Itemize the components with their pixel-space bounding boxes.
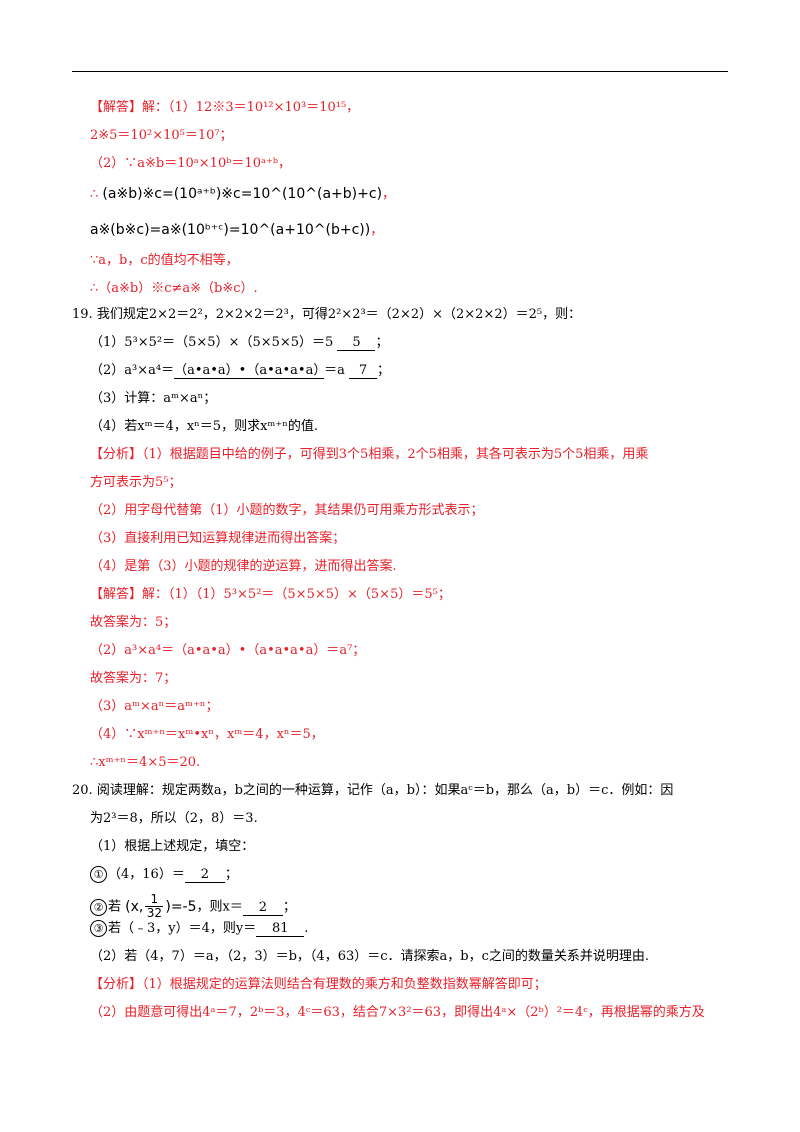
q18-solution-line-1: 【解答】解：（1）12※3＝10¹²×10³＝10¹⁵，	[90, 99, 359, 117]
q20-stem-line-1: 20. 阅读理解：规定两数a，b之间的一种运算，记作（a，b）：如果aᶜ＝b，那…	[72, 782, 673, 800]
q19-analysis-line-1: 【分析】（1）根据题目中给的例子，可得到3个5相乘，2个5相乘，其各可表示为5个…	[90, 446, 648, 464]
q20-stem-text-1: 阅读理解：规定两数a，b之间的一种运算，记作（a，b）：如果aᶜ＝b，那么（a，…	[96, 783, 674, 798]
q19-analysis-text-1: （1）根据题目中给的例子，可得到3个5相乘，2个5相乘，其各可表示为5个5相乘，…	[142, 447, 649, 462]
q19-solution-line-7: ∴xᵐ⁺ⁿ＝4×5＝20.	[90, 755, 201, 770]
q20-part-1: （1）根据上述规定，填空：	[90, 839, 255, 854]
q19-number: 19.	[72, 307, 93, 322]
q20-analysis-line-1: 【分析】（1）根据规定的运算法则结合有理数的乘方和负整数指数幂解答即可；	[90, 976, 547, 994]
q18-therefore: ∴	[90, 187, 99, 202]
header-rule	[72, 71, 728, 72]
q19-solution-line-4: 故答案为：7；	[90, 671, 177, 686]
q19-stem-text: 我们规定2×2＝2²，2×2×2＝2³，可得2²×2³＝（2×2）×（2×2×2…	[96, 307, 582, 322]
q18-formula-image-1: (a※b)※c=(10ᵃ⁺ᵇ)※c=10^(10^(a+b)+c)	[102, 186, 383, 202]
fraction-denominator: 32	[146, 906, 162, 920]
q19-solution-label: 【解答】	[90, 587, 143, 602]
q20-item-1: ①（4，16）＝2；	[90, 866, 238, 884]
q20-part-2: （2）若（4，7）＝a，（2，3）＝b，（4，63）＝c．请探索a，b，c之间的…	[90, 949, 650, 964]
q19-analysis-line-4: （4）是第（3）小题的规律的逆运算，进而得出答案.	[90, 559, 397, 574]
q20-item-1-text: （4，16）＝	[108, 867, 185, 882]
q19-part-2-blank: （a•a•a）•（a•a•a•a）	[174, 363, 327, 379]
q18-line-2: 2※5＝10²×10⁵＝10⁷；	[90, 128, 233, 143]
q20-number: 20.	[72, 783, 93, 798]
q18-solution-label: 【解答】	[90, 100, 143, 115]
q19-analysis-label: 【分析】	[90, 447, 143, 462]
q20-analysis-line-2: （2）由题意可得出4ᵃ＝7，2ᵇ＝3，4ᶜ＝63，结合7×3²＝63，即得出4ᵃ…	[90, 1005, 705, 1020]
q19-part-1-blank: 5	[337, 335, 376, 351]
circled-number-2: ②	[90, 898, 107, 916]
q20-stem-line-2: 为2³＝8，所以（2，8）＝3.	[90, 811, 258, 826]
q19-part-2-mid: ＝a	[324, 363, 345, 378]
fraction-numerator: 1	[150, 892, 159, 906]
q19-part-1-text: （1）5³×5²＝（5×5）×（5×5×5）＝5	[90, 335, 334, 350]
q19-part-2-text: （2）a³×a⁴＝	[90, 363, 175, 378]
q20-item-2-text: ，则x＝	[196, 899, 243, 915]
q19-solution-line-5: （3）aᵐ×aⁿ＝aᵐ⁺ⁿ；	[90, 699, 219, 714]
q19-analysis-line-3: （3）直接利用已知运算规律进而得出答案；	[90, 531, 346, 546]
q20-item-3-text: 若（﹣3，y）＝4，则y＝	[108, 921, 257, 936]
q19-part-2-blank-2: 7	[349, 363, 377, 379]
q19-stem: 19. 我们规定2×2＝2²，2×2×2＝2³，可得2²×2³＝（2×2）×（2…	[72, 306, 581, 324]
q19-part-1: （1）5³×5²＝（5×5）×（5×5×5）＝5 5；	[90, 335, 389, 351]
q19-solution-text-1: 解：（1）（1）5³×5²＝（5×5×5）×（5×5）＝5⁵；	[142, 587, 451, 602]
q20-item-1-blank: 2	[184, 867, 225, 883]
q18-formula-image-2: a※(b※c)=a※(10ᵇ⁺ᶜ)=10^(a+10^(b+c))	[90, 222, 371, 238]
q20-item-3-blank: 81	[256, 921, 305, 937]
q19-analysis-line-1b: 方可表示为5⁵；	[90, 475, 182, 490]
q19-solution-line-3: （2）a³×a⁴＝（a•a•a）•（a•a•a•a）＝a⁷；	[90, 643, 366, 658]
q20-analysis-text-1: （1）根据规定的运算法则结合有理数的乘方和负整数指数幂解答即可；	[142, 977, 547, 992]
q18-line-5: a※(b※c)=a※(10ᵇ⁺ᶜ)=10^(a+10^(b+c))，	[90, 222, 384, 238]
q19-solution-line-1: 【解答】解：（1）（1）5³×5²＝（5×5×5）×（5×5）＝5⁵；	[90, 586, 451, 604]
q20-item-2-blank: 2	[242, 900, 283, 916]
q19-solution-line-6: （4）∵xᵐ⁺ⁿ＝xᵐ•xⁿ，xᵐ＝4，xⁿ＝5，	[90, 727, 324, 742]
circled-number-1: ①	[90, 866, 107, 883]
q20-analysis-label: 【分析】	[90, 977, 143, 992]
q18-line-3: （2）∵a※b＝10ᵃ×10ᵇ＝10ᵃ⁺ᵇ，	[90, 156, 292, 171]
q19-part-2: （2）a³×a⁴＝（a•a•a）•（a•a•a•a）＝a 7；	[90, 363, 391, 379]
q20-item-2-prefix: 若	[108, 899, 122, 915]
q19-analysis-line-2: （2）用字母代替第（1）小题的数字，其结果仍可用乘方形式表示；	[90, 503, 484, 518]
q19-part-4: （4）若xᵐ＝4，xⁿ＝5，则求xᵐ⁺ⁿ的值.	[90, 419, 318, 434]
q18-text-1: 解：（1）12※3＝10¹²×10³＝10¹⁵，	[142, 100, 360, 115]
q18-line-7: ∴（a※b）※c≠a※（b※c）.	[90, 281, 258, 296]
q18-line-4: ∴ (a※b)※c=(10ᵃ⁺ᵇ)※c=10^(10^(a+b)+c)，	[90, 186, 396, 202]
q19-solution-line-2: 故答案为：5；	[90, 615, 177, 630]
circled-number-3: ③	[90, 920, 107, 937]
q19-part-3: （3）计算：aᵐ×aⁿ；	[90, 391, 217, 406]
q18-line-6: ∵a，b，c的值均不相等，	[90, 253, 239, 268]
